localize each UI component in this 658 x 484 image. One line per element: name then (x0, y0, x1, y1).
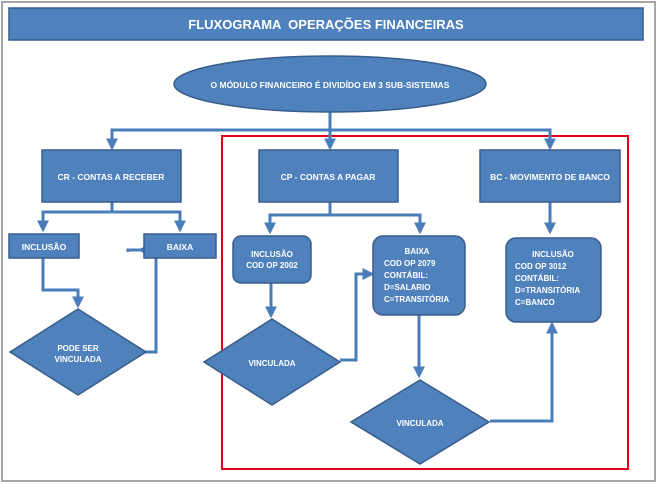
connector-cp-inclusao (264, 202, 332, 235)
diagram-title: FLUXOGRAMA OPERAÇÕES FINANCEIRAS (188, 17, 464, 32)
title-banner (8, 7, 644, 41)
connector-cp-decision-baixa (340, 268, 375, 362)
cp-baixa-node (372, 235, 466, 316)
cp-baixa-label-4: D=SALARIO (384, 283, 430, 292)
connectors (37, 110, 558, 423)
cr-decision-node (8, 308, 148, 396)
cp-baixa-label-3: CONTÁBIL: (384, 271, 428, 280)
cp-baixa-label-5: C=TRANSITÓRIA (384, 295, 449, 304)
bc-header-node (479, 149, 621, 203)
bc-inclusao-node (505, 237, 602, 323)
cp-baixa-label-2: COD OP 2079 (384, 259, 436, 268)
cp-decision-2-node (349, 379, 491, 465)
cr-decision-label-1: PODE SER (57, 344, 99, 353)
cr-inclusao-node (8, 233, 80, 259)
bc-header-label: BC - MOVIMENTO DE BANCO (490, 172, 610, 182)
cp-header-node (258, 149, 399, 203)
cp-baixa-label-1: BAIXA (405, 247, 430, 256)
connector-root-bc (330, 128, 556, 151)
cp-decision-2-label: VINCULADA (396, 419, 443, 428)
cr-baixa-label: BAIXA (167, 242, 193, 252)
bc-inclusao-label-2: COD OP 3012 (515, 262, 567, 271)
bc-inclusao-label-1: INCLUSÃO (532, 250, 574, 259)
cp-decision-1-node (202, 318, 342, 406)
cr-header-label: CR - CONTAS A RECEBER (58, 172, 165, 182)
root-node (173, 55, 487, 113)
connector-cr-inclusao-decision (41, 258, 84, 309)
cp-header-label: CP - CONTAS A PAGAR (281, 172, 376, 182)
cr-decision-label-2: VINCULADA (54, 355, 101, 364)
bc-inclusao-label-4: D=TRANSITÓRIA (515, 286, 580, 295)
bc-inclusao-label-3: CONTÁBIL: (515, 274, 559, 283)
bc-inclusao-label-5: C=BANCO (515, 298, 555, 307)
cp-inclusao-label-2: COD OP 2002 (246, 261, 298, 270)
cp-decision-1-label: VINCULADA (248, 359, 295, 368)
cp-inclusao-node (232, 235, 312, 284)
cr-header-node (41, 149, 182, 203)
cr-baixa-node (143, 233, 217, 259)
highlight-box (221, 135, 629, 470)
connector-cp-decision-bc (490, 321, 558, 423)
cr-inclusao-label: INCLUSÃO (22, 242, 67, 252)
cp-inclusao-label-1: INCLUSÃO (251, 250, 293, 259)
connector-cp-baixa (330, 213, 426, 235)
connector-cr-inclusao (37, 202, 114, 233)
root-label: O MÓDULO FINANCEIRO É DIVIDÍDO EM 3 SUB-… (211, 79, 450, 90)
connector-cr-baixa (112, 210, 186, 233)
